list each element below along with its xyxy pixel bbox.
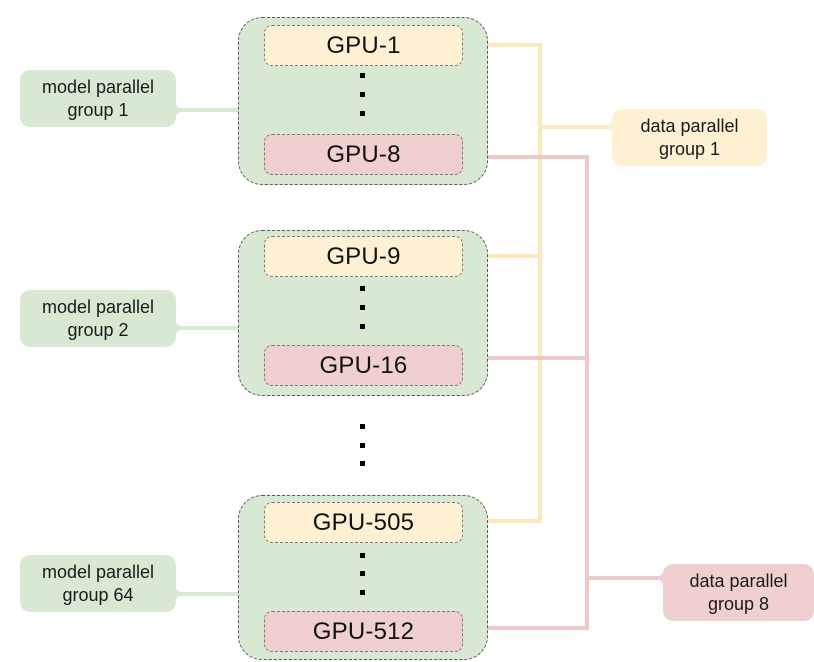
ellipsis-dot <box>360 590 365 595</box>
ellipsis-dot <box>360 424 365 429</box>
data-parallel-group-1-label: data parallel group 1 <box>612 109 767 166</box>
label-line: group 1 <box>658 138 721 159</box>
ellipsis-dot <box>360 571 365 576</box>
gpu-box: GPU-9 <box>264 236 463 277</box>
ellipsis-dot <box>360 111 365 116</box>
ellipsis-dot <box>360 73 365 78</box>
gpu-label: GPU-512 <box>312 617 415 645</box>
ellipsis-dot <box>360 286 365 291</box>
ellipsis-dot <box>360 92 365 97</box>
gpu-label: GPU-8 <box>326 140 401 168</box>
data-parallel-group-8-label: data parallel group 8 <box>663 564 814 621</box>
ellipsis-dot <box>360 461 365 466</box>
ellipsis-dot <box>360 324 365 329</box>
gpu-label: GPU-1 <box>326 31 401 59</box>
gpu-label: GPU-16 <box>319 351 408 379</box>
gpu-box: GPU-16 <box>264 345 463 386</box>
ellipsis-dot <box>360 305 365 310</box>
label-line: group 1 <box>67 99 129 120</box>
model-parallel-group-1-label: model parallel group 1 <box>20 70 176 127</box>
ellipsis-dot <box>360 553 365 558</box>
label-line: group 8 <box>707 593 770 614</box>
model-parallel-group-2-label: model parallel group 2 <box>20 290 176 347</box>
gpu-box: GPU-8 <box>264 134 463 175</box>
gpu-label: GPU-9 <box>326 242 401 270</box>
label-line: model parallel <box>41 561 155 582</box>
label-line: model parallel <box>41 296 155 317</box>
model-parallel-group-64-label: model parallel group 64 <box>20 555 176 612</box>
label-line: group 2 <box>67 319 129 340</box>
gpu-box: GPU-512 <box>264 611 463 652</box>
gpu-label: GPU-505 <box>312 508 415 536</box>
gpu-box: GPU-505 <box>264 502 463 543</box>
label-line: group 64 <box>62 584 134 605</box>
ellipsis-dot <box>360 443 365 448</box>
label-line: model parallel <box>41 76 155 97</box>
label-line: data parallel <box>640 115 739 136</box>
label-line: data parallel <box>689 570 788 591</box>
gpu-box: GPU-1 <box>264 25 463 66</box>
